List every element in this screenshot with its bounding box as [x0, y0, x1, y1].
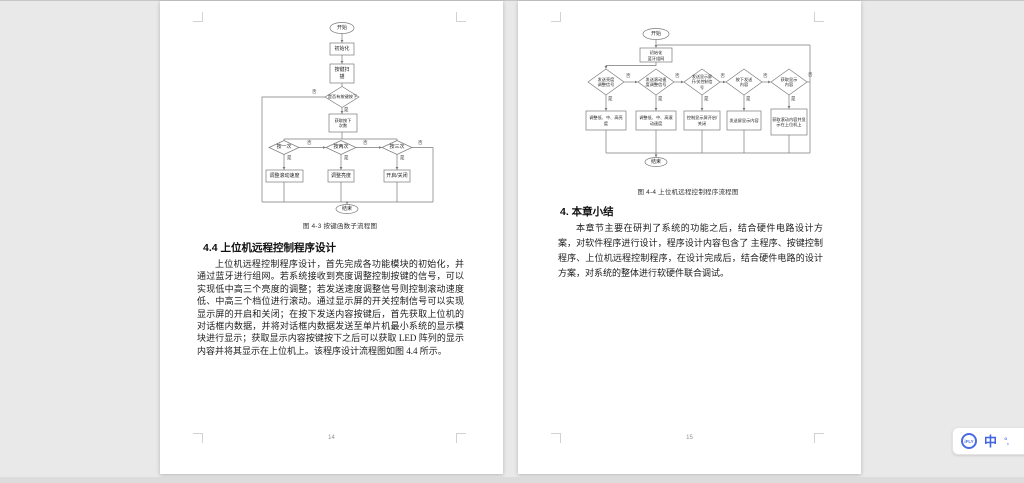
page-number: 15 — [686, 435, 693, 441]
body-paragraph[interactable]: 上位机远程控制程序设计，首先完成各功能模块的初始化，并通过蓝牙进行组网。若系统接… — [197, 259, 464, 356]
fc-branch-no: 否 — [808, 72, 813, 77]
section-heading[interactable]: 4.4 上位机远程控制程序设计 — [203, 242, 337, 254]
fc-node-init-line1: 初始化 — [649, 49, 663, 55]
margin-mark-icon — [551, 12, 561, 22]
fc-branch-yes: 是 — [746, 96, 751, 101]
fc-branch-yes: 是 — [287, 155, 292, 160]
fc-branch-no: 否 — [720, 73, 726, 78]
section-heading[interactable]: 4. 本章小结 — [560, 206, 614, 218]
fc-branch-no: 否 — [763, 73, 768, 78]
fc-node-press-twice: 按两次 — [333, 144, 349, 151]
body-paragraph[interactable]: 本章节主要在研判了系统的功能之后，结合硬件电路设计方案，对软件程序进行设计，程序… — [558, 223, 823, 278]
fc-node-start: 开始 — [336, 25, 347, 32]
ime-toolbar[interactable]: iFLY 中 °, — [952, 427, 1024, 455]
fc-branch-yes: 是 — [658, 96, 663, 101]
fc-node-count: 获取按下次数 — [334, 117, 352, 128]
window-bottom-edge — [0, 477, 1024, 483]
document-page-14[interactable]: 开始 初始化 按键扫描 否 是否有按键按下 是 获取按下次数 按一次 按两次 按… — [160, 1, 503, 474]
fc-branch-yes: 是 — [344, 155, 349, 160]
margin-mark-icon — [456, 12, 466, 22]
fc-branch-yes: 是 — [344, 107, 349, 112]
ime-logo-icon[interactable]: iFLY — [961, 433, 977, 449]
fc-branch-no: 否 — [626, 73, 631, 78]
fc-branch-no: 否 — [418, 140, 423, 145]
fc-node-send-speed: 发送滚动速度调整信号 — [645, 76, 667, 87]
figure-caption: 图 4-3 按键函数子流程图 — [302, 223, 378, 230]
fc-branch-no: 否 — [312, 89, 317, 94]
fc-node-control-display-onoff: 控制显示屏开启/关闭 — [686, 115, 718, 126]
document-page-15[interactable]: 开始 初始化 蓝牙组网 发送亮度调整信号 发送滚动速度调整信号 发送显示屏开/关… — [518, 1, 861, 474]
margin-mark-icon — [814, 12, 824, 22]
flowchart-canvas — [261, 22, 434, 214]
ime-punctuation-icon[interactable]: °, — [1004, 435, 1009, 446]
fc-node-show-on-host: 获取滚动内容并显示在上位机上 — [772, 116, 806, 127]
fc-node-end: 结束 — [341, 205, 352, 212]
fc-node-press-once: 按一次 — [276, 144, 292, 151]
fc-node-init: 初始化 — [334, 45, 350, 52]
fc-node-scan: 按键扫描 — [334, 67, 350, 80]
ime-language-toggle[interactable]: 中 — [984, 433, 998, 449]
fc-branch-yes: 是 — [791, 96, 796, 101]
fc-node-adjust-brightness-levels: 调整低、中、高亮度 — [589, 115, 623, 126]
fc-node-send-brightness: 发送亮度调整信号 — [597, 76, 615, 87]
fc-node-get-display-content: 获取显示内容 — [780, 76, 798, 87]
fc-node-check: 是否有按键按下 — [327, 94, 358, 100]
fc-node-press-send-content: 按下发送内容 — [735, 76, 753, 87]
fc-node-on-off: 开启/关闭 — [386, 172, 408, 179]
margin-mark-icon — [193, 12, 203, 22]
fc-node-adjust-speed-levels: 调整低、中、高滚动速度 — [639, 115, 673, 126]
flowchart-canvas — [585, 28, 811, 167]
fc-node-adjust-speed: 调整滚动速度 — [269, 172, 300, 179]
fc-branch-yes: 是 — [400, 155, 405, 160]
fc-node-start: 开始 — [650, 31, 661, 38]
figure-caption: 图 4-4 上位机远程控制程序流程图 — [637, 189, 739, 196]
fc-branch-no: 否 — [307, 140, 312, 145]
fc-node-send-display-content: 发送屏显示内容 — [729, 117, 759, 123]
page-number: 14 — [328, 435, 335, 441]
fc-node-end: 结束 — [650, 158, 661, 165]
margin-mark-icon — [814, 433, 824, 443]
margin-mark-icon — [551, 433, 561, 443]
fc-branch-no: 否 — [675, 73, 680, 78]
fc-branch-no: 否 — [363, 140, 368, 145]
fc-branch-yes: 是 — [608, 96, 613, 101]
fc-node-adjust-brightness: 调整亮度 — [330, 172, 351, 179]
fc-node-press-thrice: 按三次 — [389, 144, 405, 151]
margin-mark-icon — [456, 433, 466, 443]
fc-node-send-onoff: 发送显示屏开/关控制信号 — [691, 74, 713, 90]
fc-node-init-line2: 蓝牙组网 — [647, 55, 665, 61]
fc-branch-yes: 是 — [704, 96, 709, 101]
margin-mark-icon — [193, 433, 203, 443]
